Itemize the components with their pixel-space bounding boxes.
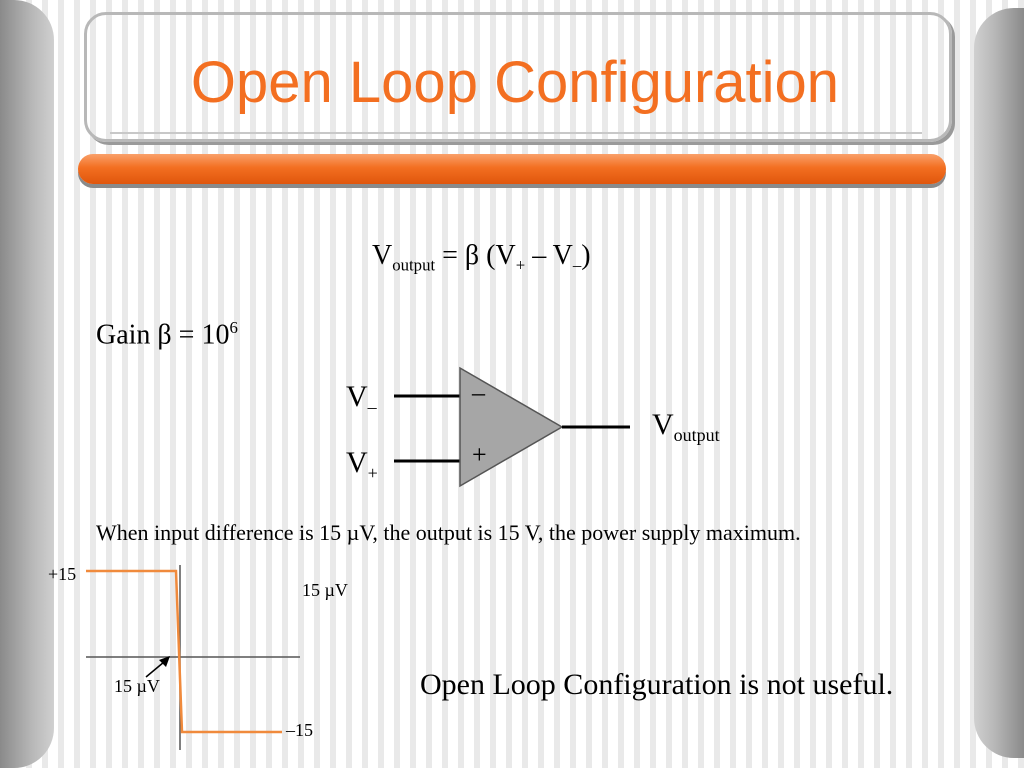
title-frame (84, 12, 952, 142)
pointer-arrow-head (159, 656, 170, 667)
gain-equation: Gain β = 106 (96, 318, 238, 351)
transfer-curve (86, 569, 282, 734)
input-minus-label: V– (346, 380, 377, 417)
inverting-input-symbol: – (472, 378, 485, 407)
slide-title: Open Loop Configuration (190, 50, 840, 115)
graph-negative-label: –15 (286, 720, 313, 740)
input-plus-label: V+ (346, 446, 378, 483)
orange-divider-bar (78, 154, 946, 184)
right-decorative-bar (974, 8, 1024, 758)
output-label: Voutput (652, 408, 720, 445)
opamp-triangle (459, 366, 564, 488)
pointer-arrow-line (145, 661, 165, 678)
explanation-text: When input difference is 15 µV, the outp… (96, 520, 801, 545)
noninverting-input-symbol: + (472, 440, 487, 469)
graph-width-label-bottom: 15 µV (114, 676, 160, 696)
conclusion-text: Open Loop Configuration is not useful. (420, 668, 894, 701)
title-underline (110, 132, 922, 134)
left-decorative-bar (0, 0, 54, 768)
graph-width-label-top: 15 µV (302, 580, 348, 600)
graph-positive-label: +15 (48, 564, 77, 584)
output-formula: Voutput = β (V+ – V–) (372, 240, 591, 275)
